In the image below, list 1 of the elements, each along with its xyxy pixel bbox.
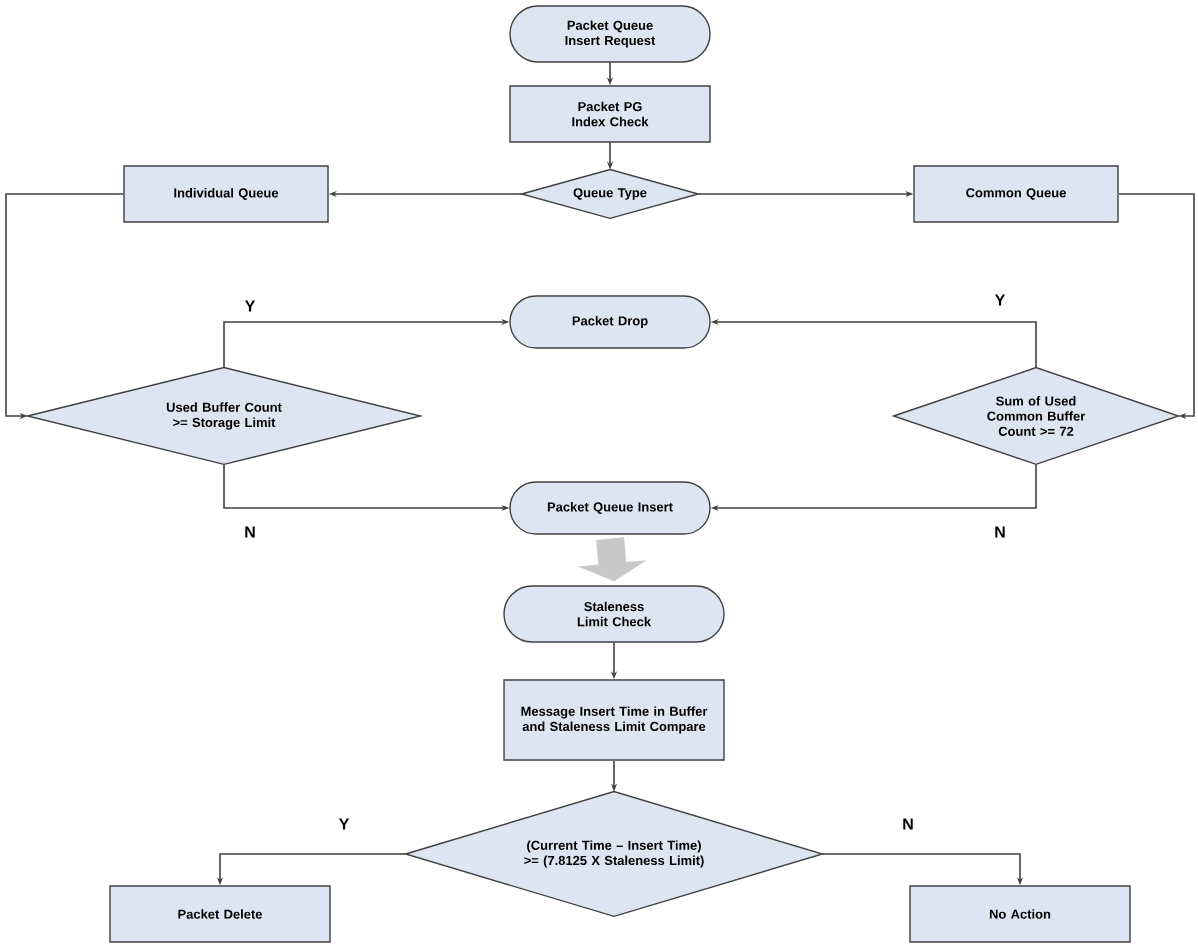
arrow — [1117, 193, 1195, 420]
